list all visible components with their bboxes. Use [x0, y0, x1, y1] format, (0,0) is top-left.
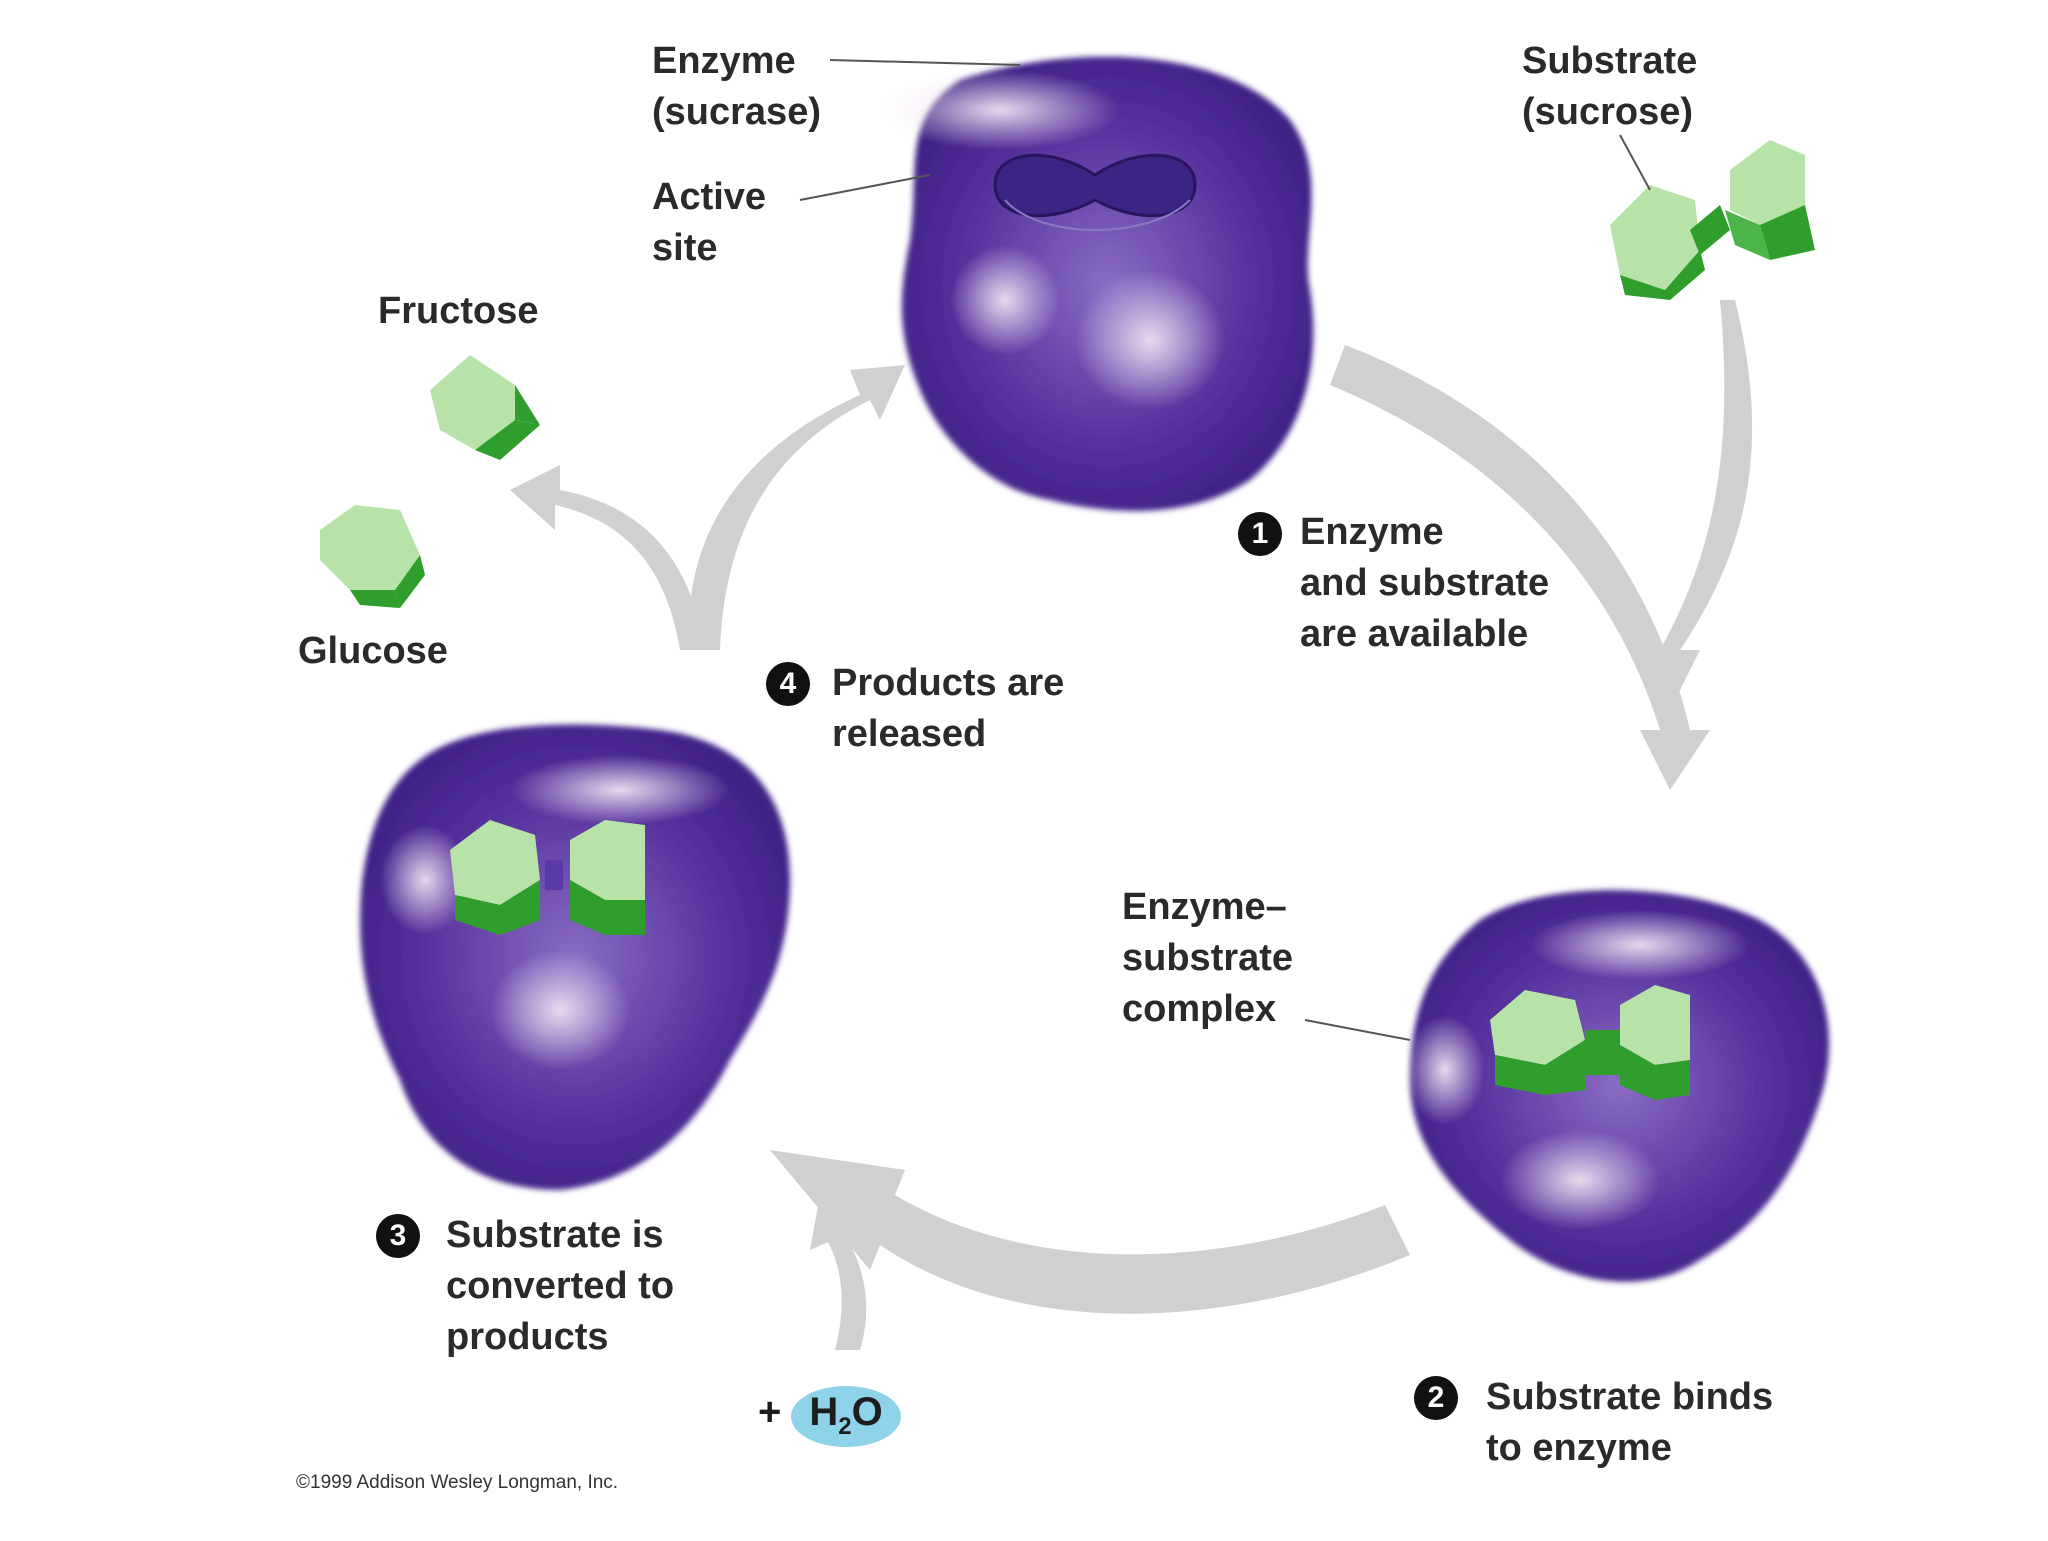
- leader-enzyme: [829, 59, 1021, 66]
- arrow-substrate-in: [1640, 300, 1753, 720]
- water-h: H: [809, 1390, 839, 1434]
- active-site-pocket: [993, 153, 1197, 218]
- step-4-caption: Products are released: [832, 662, 1065, 755]
- enzyme-free: [880, 56, 1314, 512]
- arrow-water-in: [810, 1195, 867, 1350]
- substrate-label: Substrate (sucrose): [1522, 40, 1698, 133]
- fructose-molecule: [430, 355, 540, 460]
- arrow-step4-to-step1: [689, 365, 905, 650]
- arrow-step1-to-step2: [1330, 345, 1710, 790]
- leader-substrate: [1619, 134, 1651, 191]
- step-4-badge: 4: [766, 662, 810, 706]
- enzyme-substrate-complex-shape: [1405, 890, 1830, 1282]
- step-1-badge: 1: [1238, 512, 1282, 556]
- leader-lines: [799, 59, 1651, 1041]
- glucose-molecule: [320, 505, 425, 608]
- enzyme-label: Enzyme (sucrase): [652, 40, 821, 133]
- leader-complex: [1304, 1019, 1411, 1041]
- leader-active-site: [799, 174, 931, 201]
- arrow-step2-to-step3: [770, 1150, 1410, 1314]
- water-o: O: [851, 1390, 883, 1434]
- active-site-label: Active site: [652, 176, 767, 269]
- enzyme-with-products: [360, 724, 790, 1190]
- copyright-text: ©1999 Addison Wesley Longman, Inc.: [296, 1472, 619, 1493]
- arrow-products-out: [510, 465, 705, 650]
- water-sub: 2: [838, 1413, 852, 1440]
- step-3-caption: Substrate is converted to products: [446, 1214, 675, 1358]
- step-1-caption: Enzyme and substrate are available: [1300, 511, 1550, 655]
- water-ellipse: H2O: [791, 1386, 901, 1447]
- step-3-badge: 3: [376, 1214, 420, 1258]
- fructose-label: Fructose: [378, 290, 539, 332]
- substrate-sucrose: [1610, 140, 1815, 300]
- glucose-label: Glucose: [298, 630, 448, 672]
- cycle-arrows: [510, 300, 1753, 1350]
- step-2-badge: 2: [1414, 1376, 1458, 1420]
- water-plus: +: [758, 1390, 782, 1434]
- step-2-caption: Substrate binds to enzyme: [1486, 1376, 1774, 1469]
- water-label: +H2O: [758, 1386, 901, 1447]
- enzyme-substrate-complex-label: Enzyme– substrate complex: [1122, 886, 1294, 1030]
